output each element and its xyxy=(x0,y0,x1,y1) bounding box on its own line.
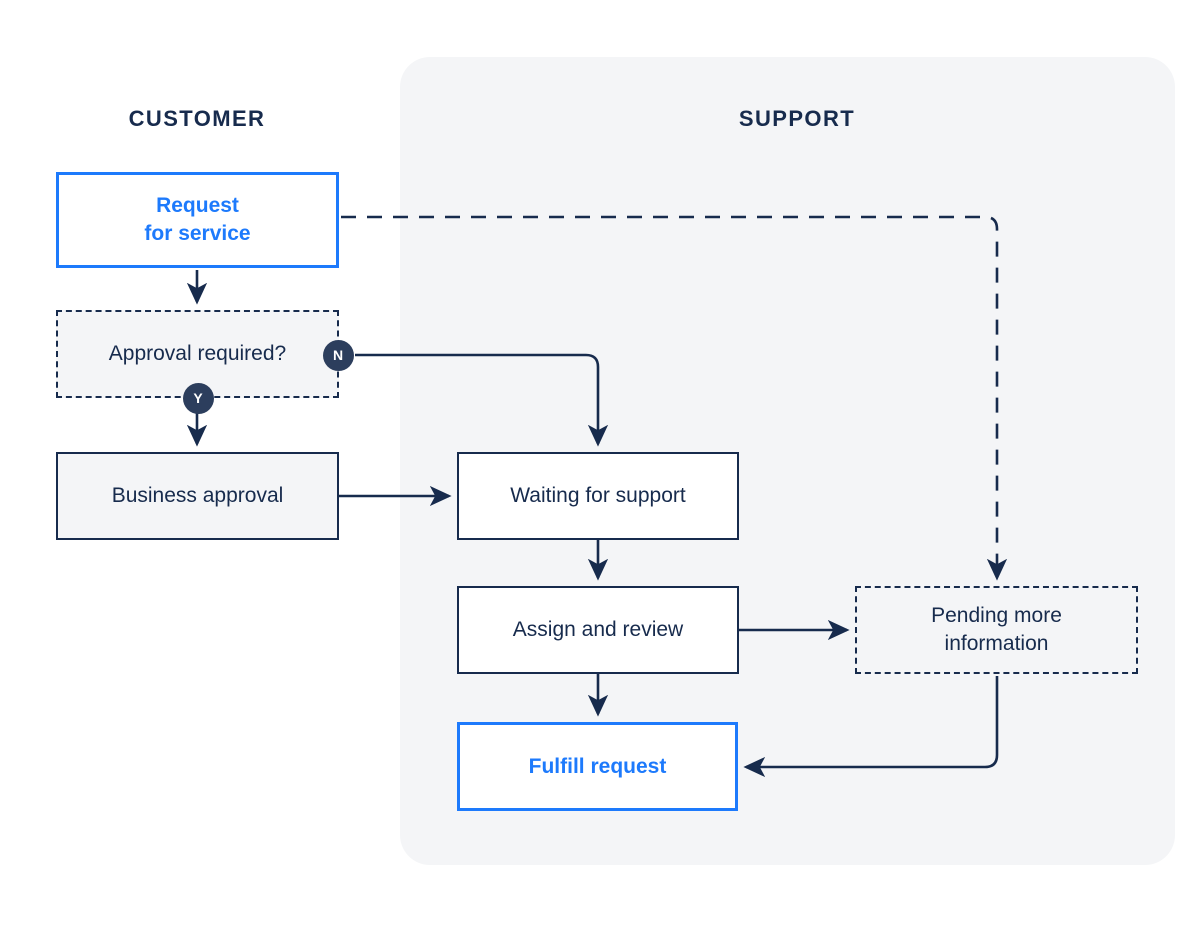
connector-request-to-pending-dashed xyxy=(341,215,1008,581)
decision-badge-yes-label: Y xyxy=(193,390,203,406)
node-label-fulfill-request: Fulfill request xyxy=(528,754,667,778)
node-label-business-approval: Business approval xyxy=(111,484,284,508)
swimlane-title-customer: CUSTOMER xyxy=(128,106,266,131)
node-label-approval-required: Approval required? xyxy=(108,342,287,366)
node-business-approval[interactable]: Business approval xyxy=(56,452,339,540)
node-assign-and-review[interactable]: Assign and review xyxy=(457,586,739,674)
decision-badge-no-label: N xyxy=(332,347,344,363)
connector-approval-no-to-waiting xyxy=(355,353,609,447)
decision-badge-no[interactable]: N xyxy=(322,339,354,371)
swimlane-title-support: SUPPORT xyxy=(738,106,856,131)
node-fulfill-request[interactable]: Fulfill request xyxy=(457,722,738,811)
connector-pending-to-fulfill xyxy=(743,676,999,778)
node-waiting-for-support[interactable]: Waiting for support xyxy=(457,452,739,540)
node-pending-more-information[interactable]: Pending more information xyxy=(855,586,1138,674)
node-label-assign-and-review: Assign and review xyxy=(512,618,684,642)
node-request-for-service[interactable]: Request for service xyxy=(56,172,339,268)
decision-badge-yes[interactable]: Y xyxy=(182,382,214,414)
node-label-request-for-service: Request for service xyxy=(144,194,251,245)
node-label-waiting-for-support: Waiting for support xyxy=(510,484,686,508)
node-label-pending-more-information: Pending more information xyxy=(931,604,1062,655)
